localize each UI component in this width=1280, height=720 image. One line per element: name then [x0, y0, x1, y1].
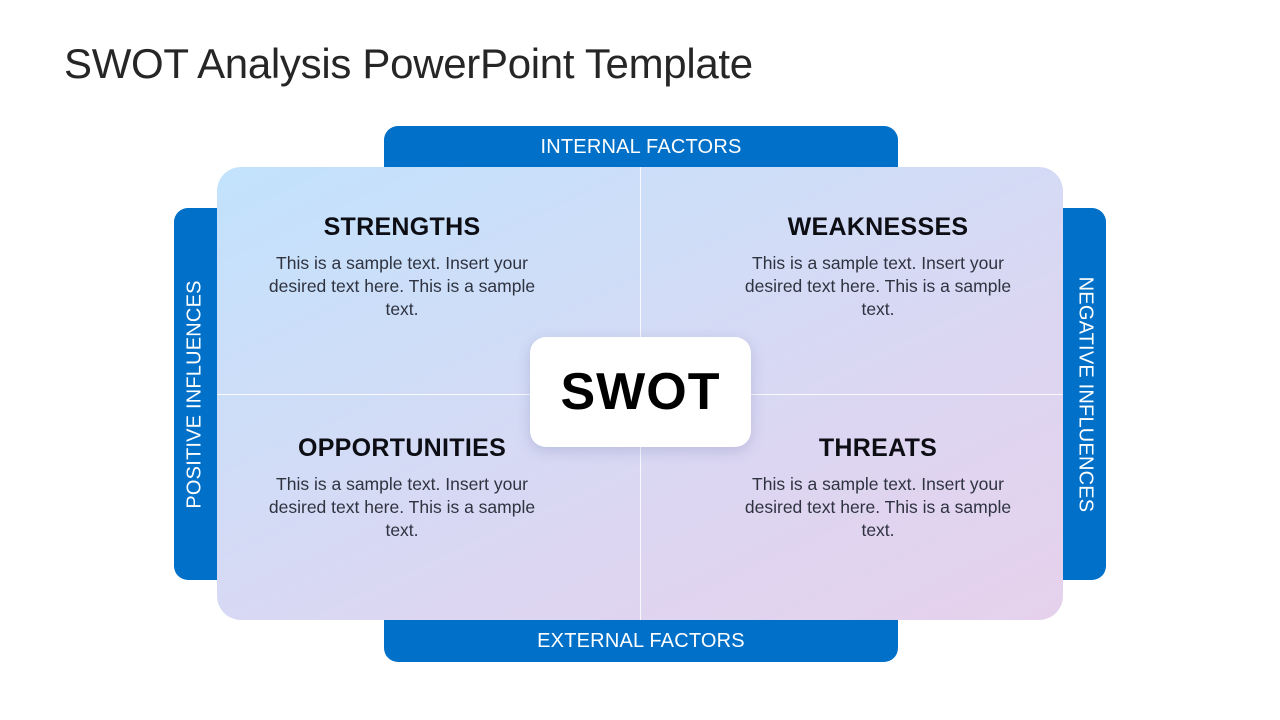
negative-influences-bar: NEGATIVE INFLUENCES	[1058, 208, 1106, 580]
internal-factors-bar: INTERNAL FACTORS	[384, 126, 898, 172]
external-factors-bar: EXTERNAL FACTORS	[384, 616, 898, 662]
external-factors-label: EXTERNAL FACTORS	[537, 629, 745, 652]
weaknesses-text: This is a sample text. Insert your desir…	[744, 253, 1012, 319]
opportunities-text: This is a sample text. Insert your desir…	[268, 474, 536, 540]
opportunities-heading: OPPORTUNITIES	[297, 434, 507, 462]
swot-center-label: SWOT	[530, 337, 751, 447]
quadrant-opportunities: OPPORTUNITIES This is a sample text. Ins…	[217, 434, 587, 542]
positive-influences-bar: POSITIVE INFLUENCES	[174, 208, 222, 580]
quadrant-threats: THREATS This is a sample text. Insert yo…	[693, 434, 1063, 542]
threats-text: This is a sample text. Insert your desir…	[744, 474, 1012, 540]
quadrant-strengths: STRENGTHS This is a sample text. Insert …	[217, 213, 587, 321]
slide-title: SWOT Analysis PowerPoint Template	[64, 40, 753, 87]
weaknesses-heading: WEAKNESSES	[787, 213, 969, 241]
swot-matrix-panel: STRENGTHS This is a sample text. Insert …	[217, 167, 1063, 620]
threats-heading: THREATS	[818, 434, 938, 462]
strengths-heading: STRENGTHS	[323, 213, 481, 241]
positive-influences-label: POSITIVE INFLUENCES	[183, 279, 206, 509]
internal-factors-label: INTERNAL FACTORS	[540, 135, 742, 158]
negative-influences-label: NEGATIVE INFLUENCES	[1074, 276, 1097, 512]
quadrant-weaknesses: WEAKNESSES This is a sample text. Insert…	[693, 213, 1063, 321]
strengths-text: This is a sample text. Insert your desir…	[268, 253, 536, 319]
